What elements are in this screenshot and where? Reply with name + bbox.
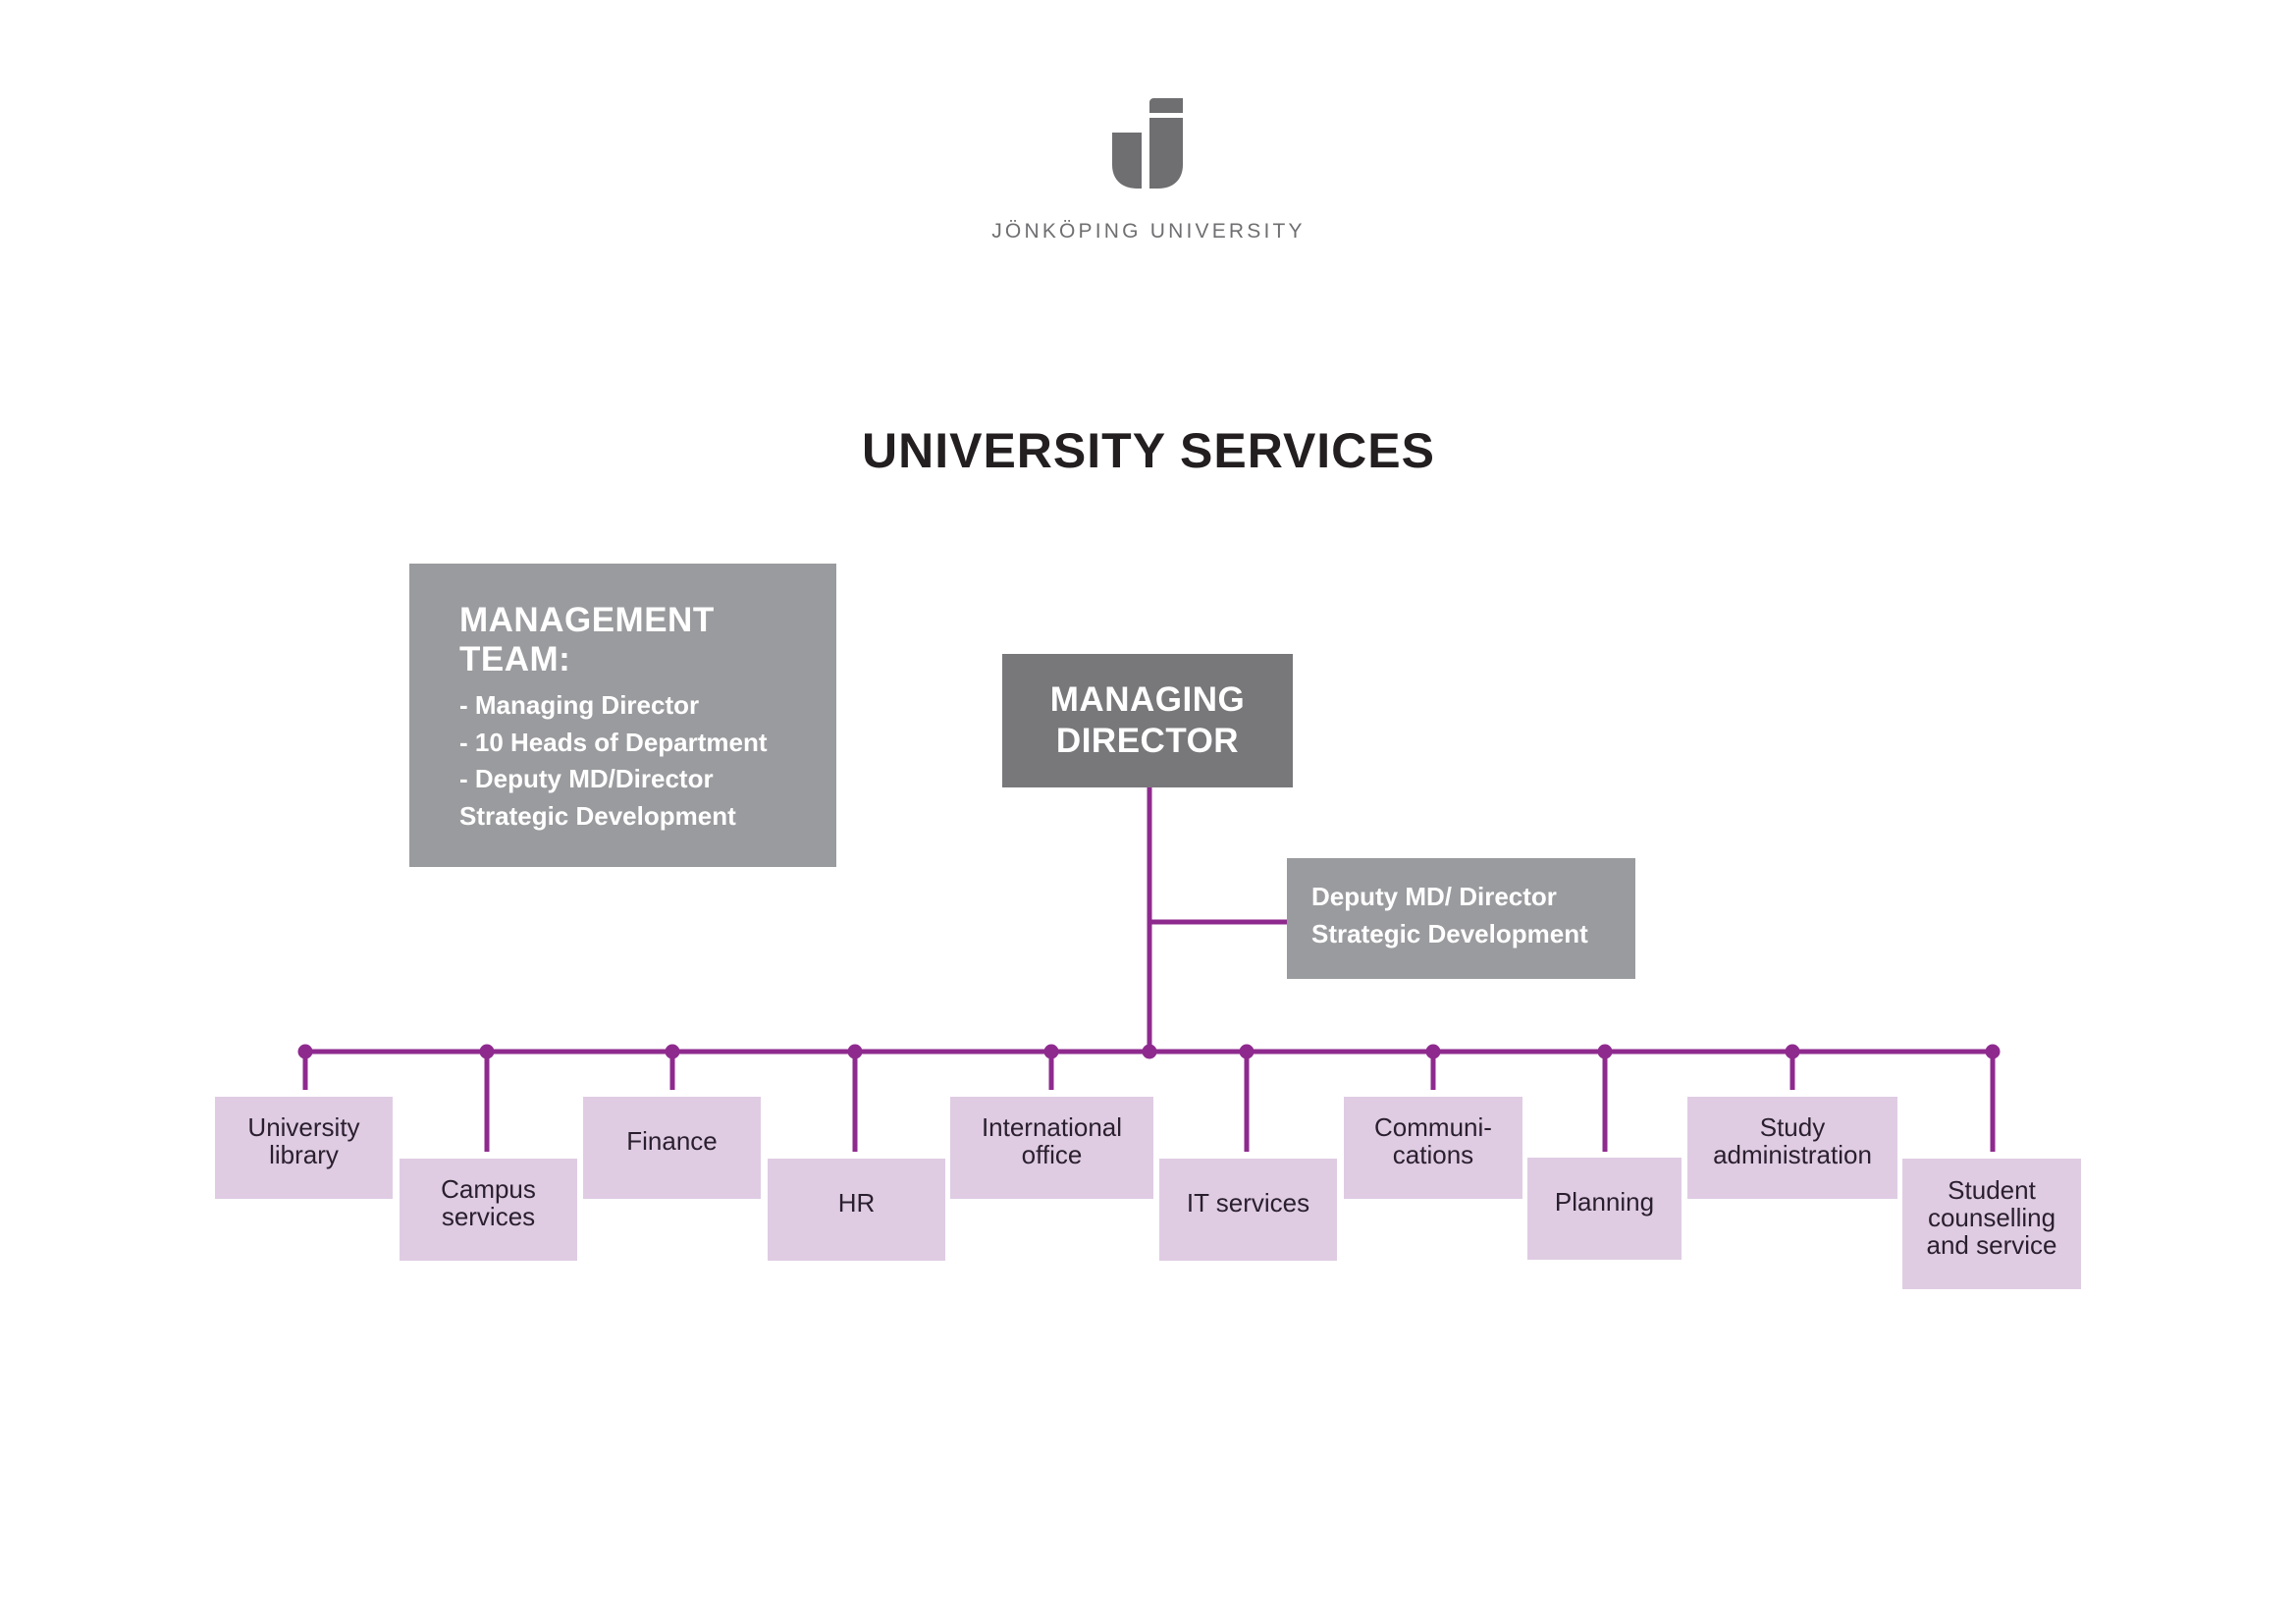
node-dot	[1985, 1044, 2001, 1059]
dept-planning: Planning	[1527, 1158, 1682, 1260]
node-dot	[297, 1044, 313, 1059]
university-logo-icon	[1112, 98, 1183, 189]
dept-finance: Finance	[583, 1097, 761, 1199]
dept-label: HR	[837, 1188, 876, 1218]
heading-line: TEAM:	[459, 640, 571, 678]
member-item: Strategic Development	[459, 800, 736, 831]
dept-label: Planning	[1554, 1187, 1655, 1217]
node-dot	[1142, 1044, 1157, 1059]
university-wordmark: JÖNKÖPING UNIVERSITY	[991, 220, 1306, 243]
dept-label: Finance	[626, 1126, 718, 1156]
dept-it-services: IT services	[1159, 1159, 1337, 1261]
node-dot	[479, 1044, 495, 1059]
dept-label: Campus	[441, 1174, 536, 1204]
dept-label: IT services	[1186, 1188, 1310, 1218]
node-dot	[1597, 1044, 1613, 1059]
managing-director-box: MANAGING DIRECTOR	[1002, 654, 1293, 787]
dept-label: Study	[1759, 1112, 1826, 1142]
management-team-members: - Managing Director - 10 Heads of Depart…	[459, 687, 817, 835]
dept-label: cations	[1392, 1140, 1474, 1169]
node-dot	[847, 1044, 863, 1059]
member-item: - 10 Heads of Department	[459, 727, 768, 757]
dept-communications: Communi-cations	[1344, 1097, 1522, 1199]
md-line: DIRECTOR	[1055, 722, 1240, 760]
dept-label: administration	[1713, 1140, 1872, 1169]
deputy-line: Deputy MD/ Director	[1311, 882, 1557, 911]
heading-line: MANAGEMENT	[459, 601, 715, 639]
dept-label: and service	[1926, 1229, 2057, 1260]
dept-label: International	[981, 1112, 1123, 1142]
md-line: MANAGING	[1049, 680, 1246, 719]
dept-label: counselling	[1927, 1202, 2056, 1232]
dept-label: Student	[1948, 1174, 2036, 1205]
member-item: - Deputy MD/Director	[459, 764, 714, 793]
node-dot	[1239, 1044, 1255, 1059]
node-dot	[665, 1044, 680, 1059]
node-dot	[1425, 1044, 1441, 1059]
dept-label: Communi-	[1374, 1112, 1492, 1142]
dept-hr: HR	[768, 1159, 945, 1261]
dept-label: University	[247, 1112, 360, 1142]
node-dot	[1043, 1044, 1059, 1059]
deputy-md-box: Deputy MD/ Director Strategic Developmen…	[1287, 858, 1635, 979]
management-team-heading: MANAGEMENT TEAM:	[459, 601, 817, 679]
deputy-line: Strategic Development	[1311, 919, 1588, 948]
member-item: - Managing Director	[459, 690, 700, 720]
dept-label: office	[1021, 1140, 1083, 1169]
dept-label: services	[441, 1202, 536, 1231]
dept-label: library	[269, 1140, 339, 1169]
node-dot	[1785, 1044, 1800, 1059]
management-team-box: MANAGEMENT TEAM: - Managing Director - 1…	[409, 564, 836, 867]
page-title: UNIVERSITY SERVICES	[862, 423, 1435, 478]
